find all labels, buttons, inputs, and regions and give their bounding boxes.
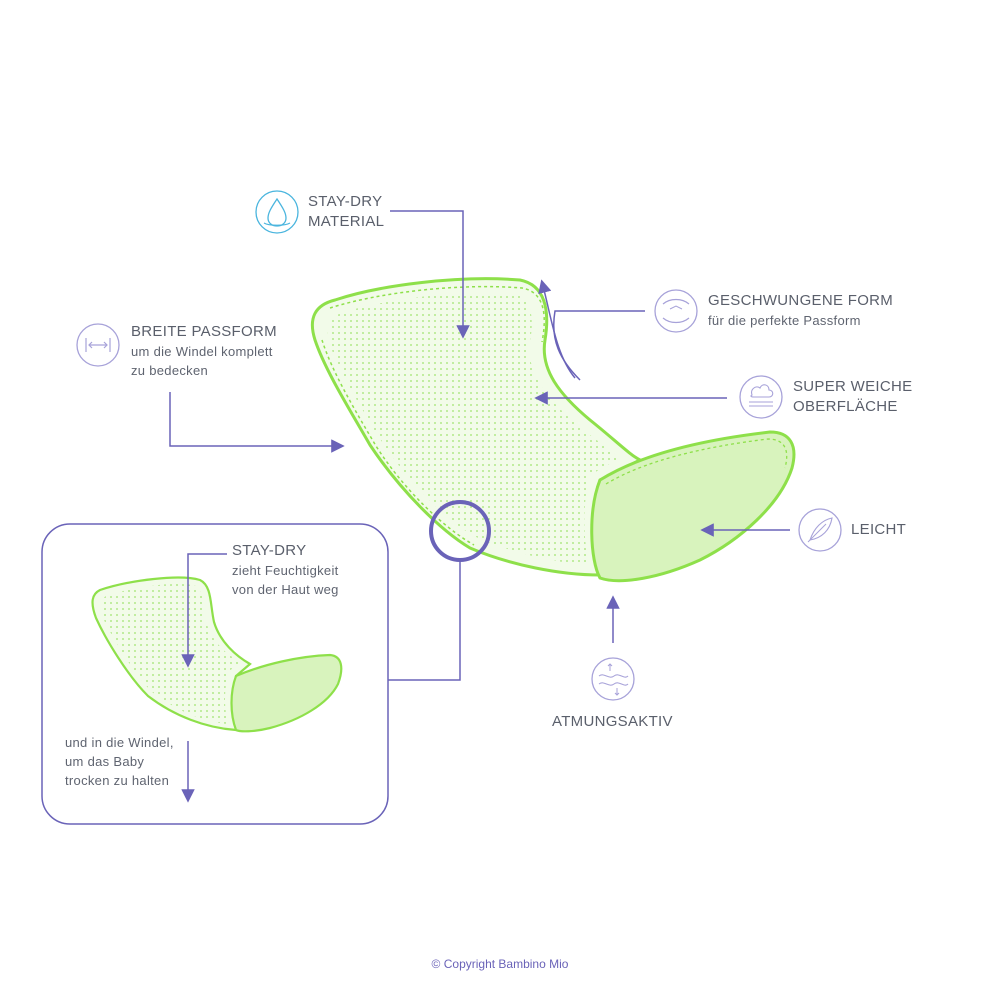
airflow-icon <box>591 657 635 701</box>
liner-inset <box>91 576 343 733</box>
label-super-weiche-line-2: OBERFLÄCHE <box>793 398 898 415</box>
label-super-weiche: SUPER WEICHE OBERFLÄCHE <box>793 377 912 417</box>
label-leicht: LEICHT <box>851 520 906 540</box>
label-atmungsaktiv: ATMUNGSAKTIV <box>552 712 673 732</box>
label-inset-stay-dry-sub-2: von der Haut weg <box>232 582 339 597</box>
label-geschwungene-form: GESCHWUNGENE FORM für die perfekte Passf… <box>708 291 893 330</box>
label-geschwungene-form-sub: für die perfekte Passform <box>708 313 861 328</box>
liner-inset-dot-area <box>100 584 240 724</box>
liner-main-dot-area <box>327 292 620 565</box>
label-inset-stay-dry: STAY-DRY zieht Feuchtigkeit von der Haut… <box>232 541 339 599</box>
label-inset-bottom-line-1: und in die Windel, <box>65 735 174 750</box>
label-inset-bottom-line-3: trocken zu halten <box>65 773 170 788</box>
label-stay-dry-material: STAY-DRY MATERIAL <box>308 192 384 232</box>
liner-main-stitch-left <box>321 339 475 546</box>
width-arrows-icon <box>76 323 120 367</box>
copyright-notice: © Copyright Bambino Mio <box>431 957 569 971</box>
label-atmungsaktiv-title: ATMUNGSAKTIV <box>552 713 673 730</box>
feather-icon <box>798 508 842 552</box>
arrow-breite-passform <box>169 392 345 453</box>
label-stay-dry-material-line-2: MATERIAL <box>308 213 385 230</box>
label-stay-dry-material-line-1: STAY-DRY <box>308 193 383 210</box>
label-breite-passform-title: BREITE PASSFORM <box>131 323 277 340</box>
label-leicht-title: LEICHT <box>851 521 907 538</box>
label-breite-passform: BREITE PASSFORM um die Windel komplett z… <box>131 322 277 380</box>
label-inset-stay-dry-title: STAY-DRY <box>232 542 307 559</box>
arrow-stay-dry-material <box>390 210 470 339</box>
label-breite-passform-sub-1: um die Windel komplett <box>131 344 273 359</box>
water-drop-icon <box>255 190 299 234</box>
liner-inset-front-flap <box>230 653 343 733</box>
arrow-geschwungene-form <box>553 310 645 381</box>
label-geschwungene-form-title: GESCHWUNGENE FORM <box>708 292 894 309</box>
cloud-layers-icon <box>739 375 783 419</box>
liner-main-stitch <box>329 285 545 343</box>
label-super-weiche-line-1: SUPER WEICHE <box>793 378 913 395</box>
label-breite-passform-sub-2: zu bedecken <box>131 363 209 378</box>
liner-main <box>310 277 796 583</box>
label-inset-bottom-line-2: um das Baby <box>65 754 145 769</box>
magnifier-connector <box>388 560 461 681</box>
liner-main-front-flap <box>590 430 796 583</box>
curved-shape-icon <box>654 289 698 333</box>
arrow-inset-stay-dry <box>181 553 227 668</box>
label-inset-bottom: und in die Windel, um das Baby trocken z… <box>65 733 174 790</box>
arrow-geschwungene-form-curve <box>538 279 576 379</box>
label-inset-stay-dry-sub-1: zieht Feuchtigkeit <box>232 563 339 578</box>
